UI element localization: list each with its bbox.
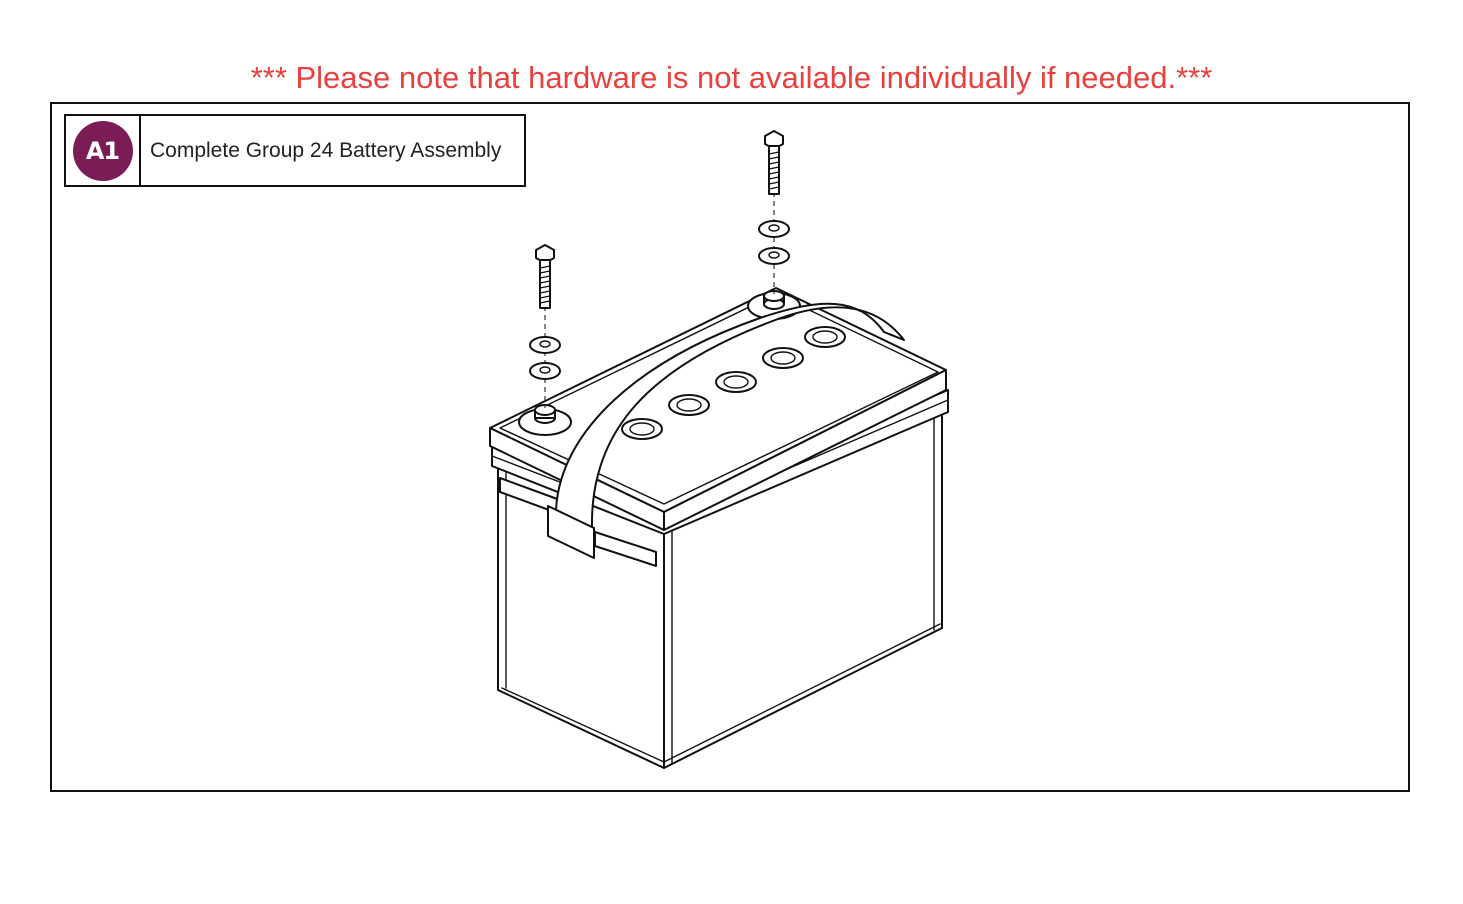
part-label-a1[interactable]: Complete Group 24 Battery Assembly — [150, 138, 502, 162]
parts-legend: A1 Complete Group 24 Battery Assembly — [64, 114, 526, 187]
battery-terminals — [518, 290, 801, 436]
carrying-strap[interactable] — [547, 302, 905, 559]
left-bolt-hardware[interactable] — [529, 244, 561, 408]
legend-badge-cell: A1 — [66, 116, 141, 185]
vent-caps — [621, 326, 846, 440]
right-bolt-hardware[interactable] — [758, 130, 790, 294]
diagram-frame — [50, 102, 1410, 792]
hardware-notice: *** Please note that hardware is not ava… — [250, 60, 1213, 95]
part-badge-a1[interactable]: A1 — [72, 120, 133, 181]
